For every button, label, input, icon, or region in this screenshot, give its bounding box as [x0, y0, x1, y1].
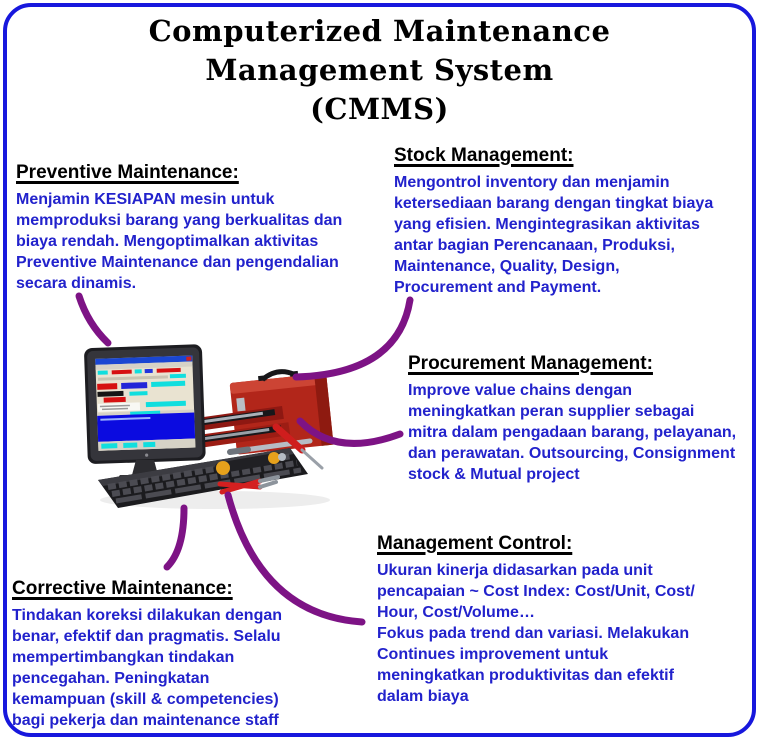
procurement-management-body: Improve value chains dengan meningkatkan…	[408, 382, 737, 483]
procurement-management-block: Procurement Management: Improve value ch…	[408, 351, 756, 485]
corrective-maintenance-block: Corrective Maintenance: Tindakan koreksi…	[12, 576, 368, 731]
title-line-2: Management System	[205, 53, 554, 87]
toolbox-drawers	[186, 405, 291, 448]
monitor-icon	[84, 344, 206, 464]
management-control-heading: Management Control:	[377, 533, 573, 554]
toolbox-latch	[236, 397, 246, 412]
connector-corrective	[163, 504, 188, 571]
management-control-body: Ukuran kinerja didasarkan pada unit penc…	[377, 562, 695, 705]
preventive-maintenance-block: Preventive Maintenance: Menjamin KESIAPA…	[16, 160, 384, 294]
corrective-maintenance-heading: Corrective Maintenance:	[12, 578, 233, 599]
page-title: Computerized Maintenance Management Syst…	[0, 12, 759, 129]
title-line-1: Computerized Maintenance	[148, 14, 611, 48]
corrective-maintenance-body: Tindakan koreksi dilakukan dengan benar,…	[12, 607, 283, 729]
stock-management-body: Mengontrol inventory dan menjamin keters…	[394, 174, 714, 296]
stock-management-block: Stock Management: Mengontrol inventory d…	[394, 143, 750, 298]
preventive-maintenance-body: Menjamin KESIAPAN mesin untuk memproduks…	[16, 191, 343, 292]
cmms-computer-toolbox-illustration	[84, 344, 334, 509]
stock-management-heading: Stock Management:	[394, 145, 574, 166]
procurement-management-heading: Procurement Management:	[408, 353, 653, 374]
cmms-software-screen	[95, 355, 196, 451]
management-control-block: Management Control: Ukuran kinerja didas…	[377, 531, 752, 707]
preventive-maintenance-heading: Preventive Maintenance:	[16, 162, 239, 183]
title-line-3: (CMMS)	[310, 92, 449, 126]
